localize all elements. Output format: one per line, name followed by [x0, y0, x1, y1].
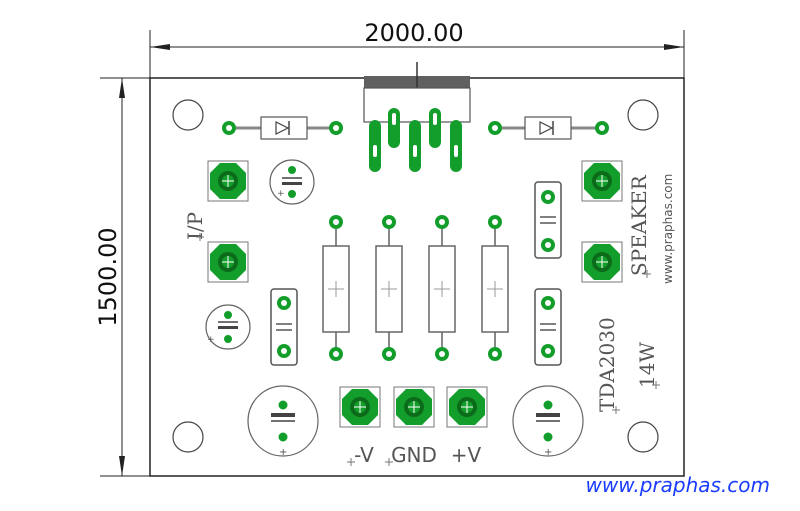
circle-outline-icon	[627, 421, 659, 453]
cap-small-right-top	[534, 181, 562, 259]
mounting-holes	[172, 99, 659, 453]
cap-electrolytic-mid: +	[205, 304, 251, 350]
pos-supply-label: +V	[451, 443, 482, 467]
svg-text:+: +	[277, 189, 285, 199]
resistor-1	[322, 215, 350, 361]
gnd-label: GND	[391, 443, 437, 467]
svg-text:+: +	[544, 447, 552, 458]
diode-left	[222, 116, 343, 140]
circle-outline-icon	[172, 421, 204, 453]
width-dimension-label: 2000.00	[364, 19, 463, 47]
cap-small-left-mid	[270, 288, 298, 366]
chip-label: TDA2030	[595, 317, 619, 412]
site-silk-label: www.praphas.com	[661, 174, 675, 284]
cap-electrolytic-input: +	[269, 159, 315, 205]
power-label: 14W	[635, 342, 659, 388]
speaker-label: SPEAKER	[627, 174, 651, 276]
cap-electrolytic-pos: +	[512, 385, 584, 458]
diode-right	[488, 116, 609, 140]
circle-outline-icon	[172, 99, 204, 131]
neg-supply-label: -V	[354, 443, 374, 467]
footer-website-link[interactable]: www.praphas.com	[586, 473, 770, 497]
svg-text:+: +	[207, 335, 215, 345]
svg-text:+: +	[279, 447, 287, 458]
cap-small-right-mid	[534, 288, 562, 366]
diode-icon	[275, 121, 290, 135]
tda2030-ic-footprint	[363, 62, 471, 172]
width-dimension: 2000.00	[149, 19, 685, 78]
resistor-4	[481, 215, 509, 361]
resistor-2	[375, 215, 403, 361]
height-dimension: 1500.00	[94, 77, 150, 477]
diode-icon	[539, 121, 554, 135]
resistor-3	[428, 215, 456, 361]
input-label: I/P	[183, 212, 207, 240]
circle-outline-icon	[627, 99, 659, 131]
origin-markers	[196, 233, 660, 466]
cap-electrolytic-neg: +	[247, 385, 319, 458]
height-dimension-label: 1500.00	[94, 227, 122, 326]
